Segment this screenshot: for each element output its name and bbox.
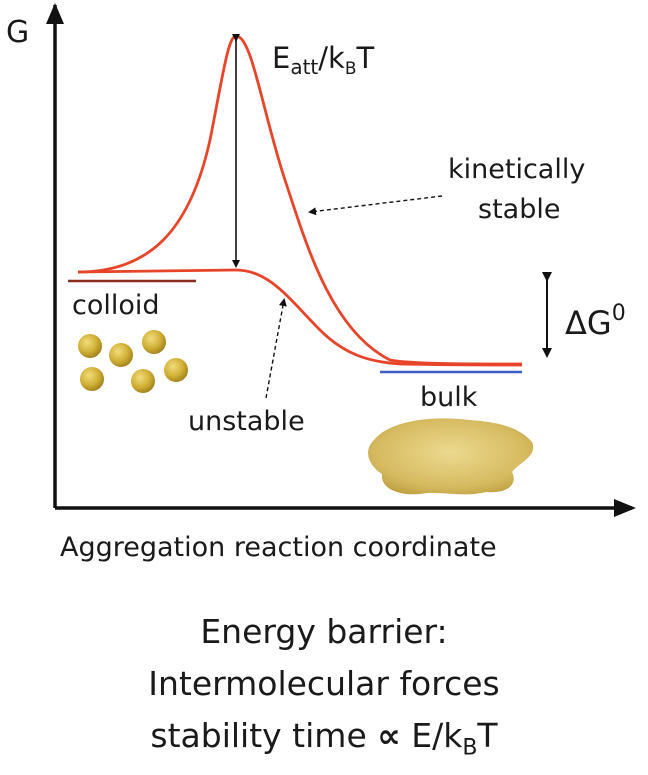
caption-line-1: Energy barrier: bbox=[200, 612, 448, 651]
colloid-label: colloid bbox=[72, 290, 160, 321]
kinetically-label: kinetically bbox=[448, 154, 585, 185]
delta-g-label: ΔG0 bbox=[565, 301, 626, 342]
bulk-label: bulk bbox=[420, 382, 478, 413]
caption-line-2: Intermolecular forces bbox=[148, 664, 500, 703]
particle bbox=[164, 358, 188, 382]
particle bbox=[131, 369, 155, 393]
unstable-pointer bbox=[265, 298, 287, 399]
colloid-particles bbox=[78, 330, 188, 393]
particle bbox=[109, 343, 133, 367]
axes bbox=[46, 3, 636, 517]
y-axis-label: G bbox=[6, 15, 29, 50]
caption-temperature: T bbox=[477, 716, 498, 755]
x-axis-label: Aggregation reaction coordinate bbox=[60, 532, 497, 563]
caption-stability-text: stability time bbox=[150, 716, 378, 755]
kinetic-pointer bbox=[308, 195, 443, 216]
x-axis-arrowhead bbox=[614, 499, 636, 517]
particle bbox=[80, 367, 104, 391]
caption: Energy barrier: Intermolecular forces st… bbox=[0, 606, 648, 775]
particle bbox=[78, 334, 102, 358]
barrier-label: Eatt/kBT bbox=[272, 41, 375, 79]
caption-energy-text: E/k bbox=[400, 716, 463, 755]
unstable-label: unstable bbox=[188, 406, 305, 437]
particle bbox=[142, 330, 166, 354]
proportional-symbol: ∝ bbox=[377, 716, 401, 755]
bulk-aggregate bbox=[368, 418, 534, 495]
unstable-curve bbox=[77, 268, 523, 367]
y-axis-arrowhead bbox=[46, 3, 64, 24]
stable-label: stable bbox=[478, 194, 560, 225]
caption-boltzmann-sub: B bbox=[462, 735, 478, 761]
kinetically-stable-curve bbox=[77, 34, 523, 366]
caption-line-3: stability time ∝ E/kBT bbox=[0, 710, 648, 775]
